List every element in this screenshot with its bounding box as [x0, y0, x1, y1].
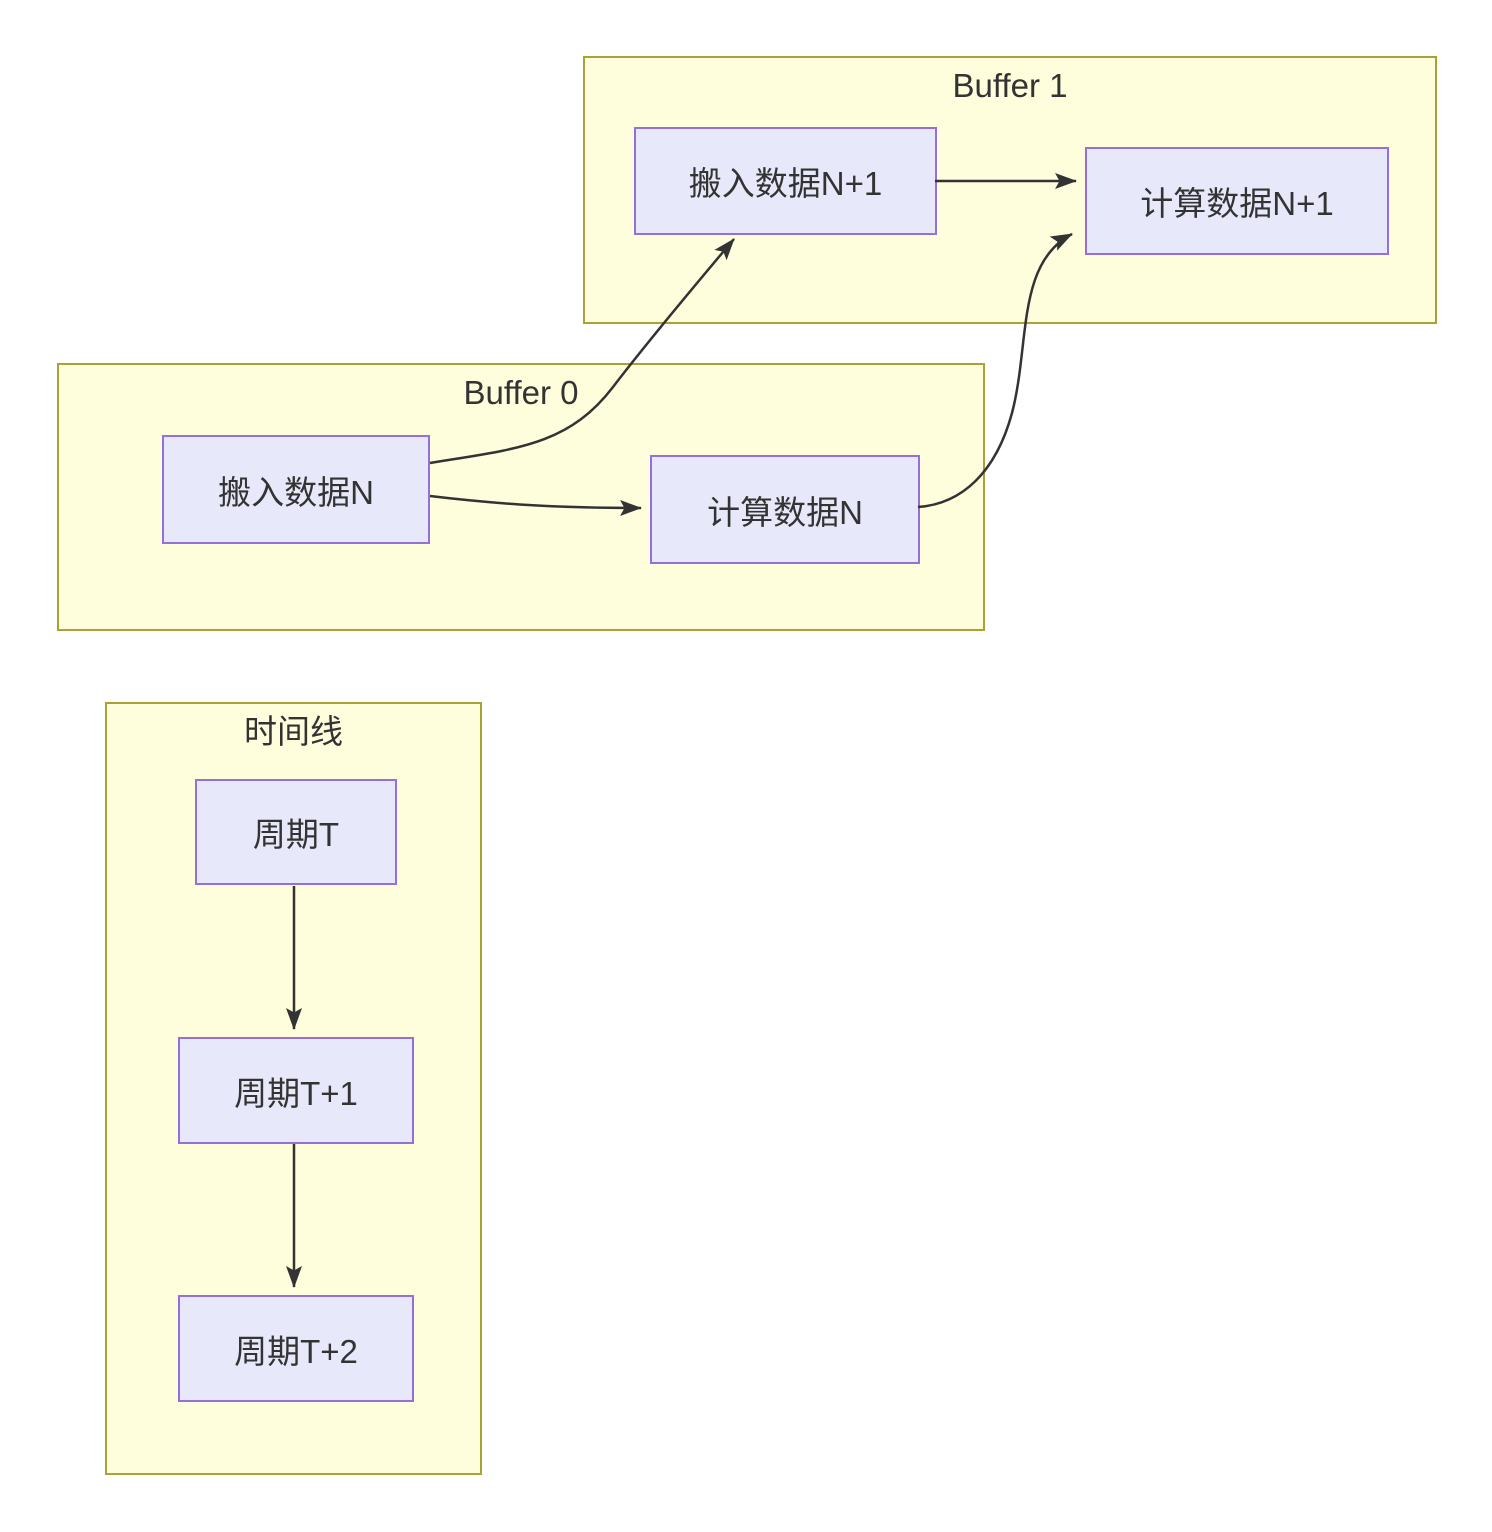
node-cycle-t-label: 周期T: [252, 816, 340, 853]
node-calc-data-n1: 计算数据N+1: [1085, 147, 1389, 255]
node-move-data-n-label: 搬入数据N: [218, 473, 374, 511]
node-calc-data-n: 计算数据N: [650, 455, 920, 564]
container-buffer-0: Buffer 0 搬入数据N 计算数据N: [57, 363, 985, 631]
node-cycle-t2: 周期T+2: [178, 1295, 414, 1402]
node-move-data-n: 搬入数据N: [162, 435, 430, 544]
container-buffer-0-label: Buffer 0: [463, 374, 579, 411]
node-cycle-t1: 周期T+1: [178, 1037, 414, 1144]
node-calc-data-n1-label: 计算数据N+1: [1140, 185, 1334, 222]
container-timeline: 时间线 周期T 周期T+1 周期T+2: [105, 702, 482, 1475]
container-buffer-1: Buffer 1 搬入数据N+1 计算数据N+1: [583, 56, 1437, 324]
node-cycle-t1-label: 周期T+1: [234, 1074, 358, 1112]
node-move-data-n1: 搬入数据N+1: [634, 127, 937, 235]
node-cycle-t2-label: 周期T+2: [234, 1332, 358, 1370]
container-buffer-1-label: Buffer 1: [952, 67, 1068, 104]
node-cycle-t: 周期T: [195, 779, 397, 885]
node-calc-data-n-label: 计算数据N: [707, 493, 863, 531]
container-timeline-label: 时间线: [244, 713, 343, 750]
node-move-data-n1-label: 搬入数据N+1: [688, 165, 883, 202]
